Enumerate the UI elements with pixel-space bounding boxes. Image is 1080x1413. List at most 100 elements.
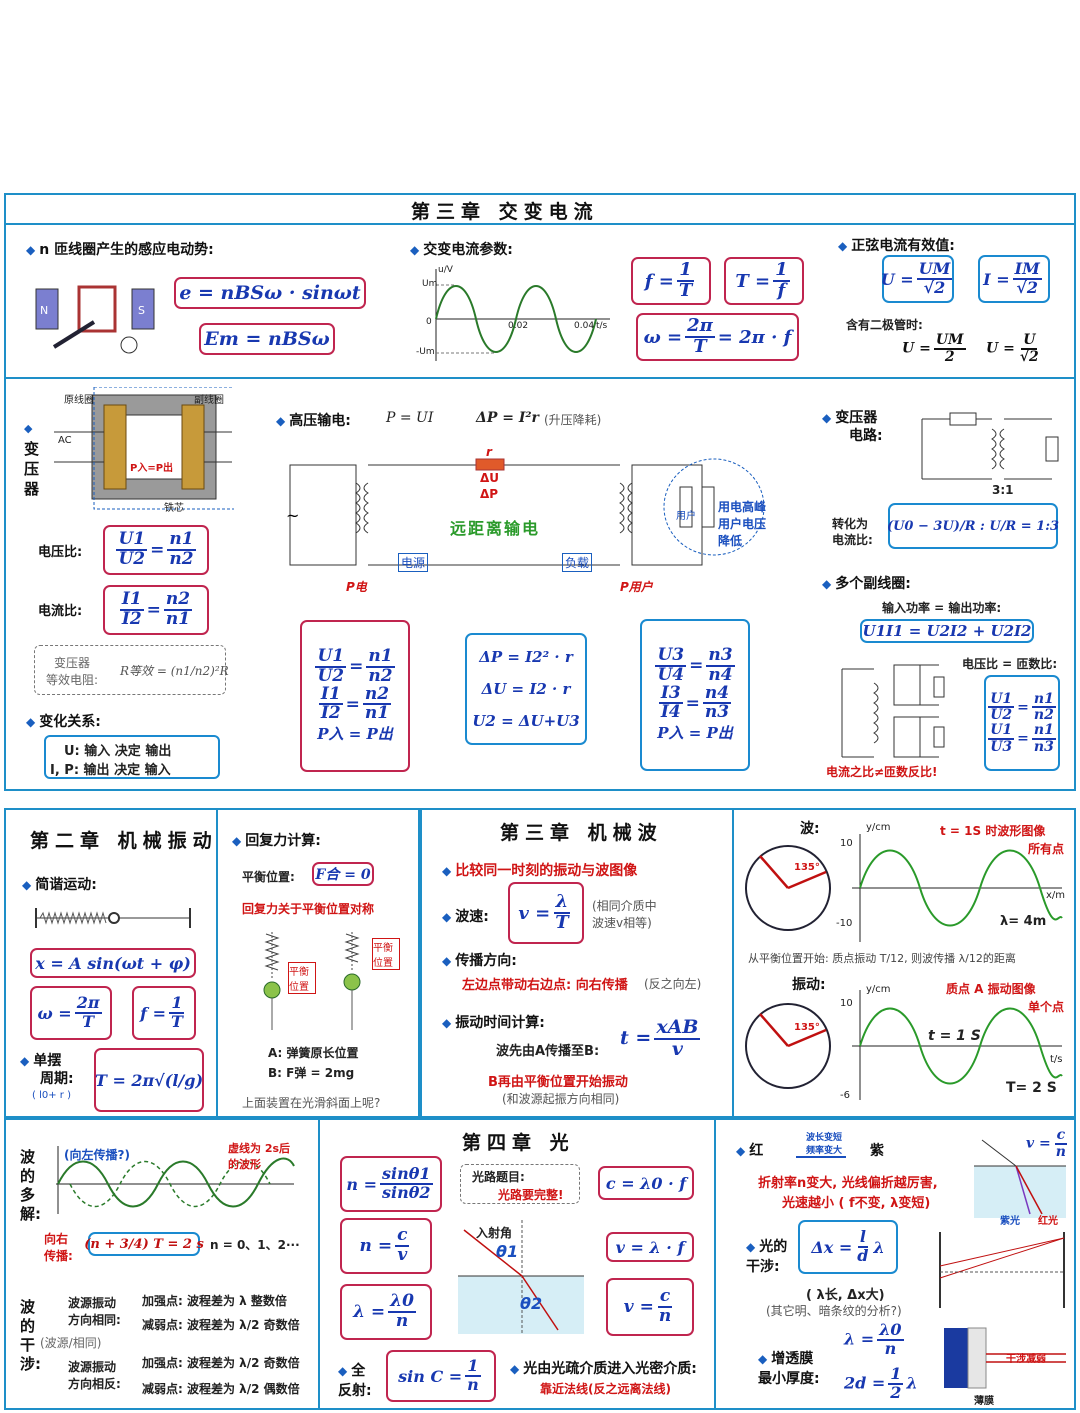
period-2s-label: T= 2 S	[1006, 1080, 1057, 1096]
vib-title-2: 单个点	[1028, 1000, 1065, 1014]
change-heading: ◆变化关系:	[26, 714, 101, 730]
change-row-1: U: 输入 决定 输出	[64, 744, 172, 759]
rms-heading: ◆正弦电流有效值:	[838, 238, 955, 254]
core-label: 铁芯	[164, 503, 184, 514]
multi-solution-wave	[56, 1146, 295, 1214]
diamond-icon: ◆	[822, 411, 832, 425]
graph-um-label: Um	[422, 279, 438, 289]
ac-chapter-title: 第三章 交变电流	[411, 201, 599, 223]
ac-chapter-panel: 第三章 交变电流 ◆n 匝线圈产生的感应电动势: N S e = nBSω · …	[4, 193, 1076, 791]
refraction-diagram	[458, 1220, 584, 1334]
bottom-divider-1	[318, 1120, 320, 1408]
film-label: ◆增透膜 最小厚度:	[758, 1351, 820, 1387]
loss-note: (升压降耗)	[544, 413, 602, 427]
path-box	[460, 1164, 580, 1204]
diode-label: 含有二极管时:	[846, 318, 923, 332]
transmission-heading: ◆高压输电:	[276, 413, 351, 429]
diamond-icon: ◆	[822, 577, 832, 591]
primary-coil-label: 原线圈	[64, 395, 94, 406]
compare-heading: ◆比较同一时刻的振动与波图像	[442, 863, 638, 879]
speed-note-2: 光速越小 ( f不变, λ变短)	[782, 1196, 931, 1211]
theta2-label: θ2	[520, 1294, 543, 1313]
diamond-icon: ◆	[510, 1362, 520, 1376]
path-q-1: 光路题目:	[472, 1170, 525, 1184]
row-divider	[6, 377, 1074, 379]
direction-note: (反之向左)	[644, 977, 702, 991]
current-ratio-label: 电流比:	[38, 604, 83, 619]
pendulum-label: ◆单摆	[20, 1053, 62, 1069]
total-reflect-label: ◆全 反射:	[338, 1363, 372, 1399]
time-note: (和波源起振方向相同)	[502, 1092, 620, 1106]
peak-note: 用电高峰 用户电压 降低	[718, 500, 767, 548]
film-diagram	[944, 1327, 1066, 1389]
params-heading: ◆交变电流参数:	[410, 242, 513, 258]
v-formula: v = λ · f	[606, 1232, 694, 1262]
vib-angle-135: 135°	[794, 1022, 820, 1033]
equiv-resistance-box	[34, 645, 226, 695]
p-user-label: P用户	[620, 580, 653, 594]
load-label: 负载	[562, 553, 593, 572]
graph-origin-label: 0	[426, 317, 432, 327]
displacement-formula: x = A sin(ωt + φ)	[30, 948, 196, 978]
film-tag: 干涉减弱	[1006, 1354, 1046, 1365]
change-row-2: I, P: 输出 决定 输入	[50, 763, 171, 778]
diamond-icon: ◆	[232, 834, 242, 848]
vib-title-1: 质点 A 振动图像	[946, 982, 1036, 996]
light-divider	[714, 1120, 716, 1408]
source-same-label: 波源振动 方向相同:	[68, 1296, 121, 1327]
ac-label: AC	[58, 435, 72, 446]
vib-ten: 10	[840, 998, 853, 1009]
p-equal-label: P入=P出	[130, 463, 174, 474]
time-heading: ◆振动时间计算:	[442, 1015, 545, 1031]
source-opposite-label: 波源振动 方向相反:	[68, 1360, 121, 1391]
delta-p-label: ΔP	[480, 487, 499, 501]
weak-odd-text: 减弱点: 波程差为 λ/2 奇数倍	[142, 1318, 300, 1332]
balance-label: 平衡位置:	[242, 870, 295, 884]
circuit-heading-2: 电路:	[849, 428, 883, 444]
transmission-circuit: ~	[286, 458, 765, 566]
balance-tag-2: 平衡位置	[372, 938, 400, 970]
point-a-note: A: 弹簧原长位置	[268, 1046, 359, 1060]
diamond-icon: ◆	[26, 243, 36, 257]
dx-note-2: (其它明、暗条纹的分析?)	[766, 1304, 902, 1318]
multi-solution-label: 波的多解:	[20, 1148, 41, 1223]
direction-heading: ◆传播方向:	[442, 953, 517, 969]
weak-even-text: 减弱点: 波程差为 λ/2 偶数倍	[142, 1382, 300, 1396]
power-eq-label: 输入功率 = 输出功率:	[882, 601, 1002, 615]
graph-t2-label: 0.04	[574, 321, 595, 331]
line-resistor-label: r	[486, 445, 492, 459]
circuit-heading: ◆变压器	[822, 410, 878, 426]
graph-t-label: t/s	[596, 321, 608, 331]
user-label: 用户	[676, 511, 696, 522]
interfere-label: ◆光的 干涉:	[746, 1239, 788, 1275]
sine-graph	[435, 269, 610, 361]
wave-negten: -10	[836, 918, 853, 929]
diamond-icon: ◆	[758, 1352, 768, 1366]
transformer-vertical-label: ◆变压器	[24, 422, 40, 498]
purple-light-label: 紫光	[1000, 1216, 1020, 1227]
diode-formula-2: U =U√2	[986, 332, 1039, 365]
pendulum-formula: T = 2π√(l/g)	[94, 1048, 204, 1112]
u-rms-formula: U =UM√2	[881, 255, 954, 303]
vibration-divider	[216, 810, 218, 1116]
time-text-2: B再由平衡位置开始振动	[488, 1075, 628, 1090]
multi-coil-heading: ◆多个副线圈:	[822, 576, 911, 592]
double-slit-diagram	[939, 1232, 1065, 1308]
diamond-icon: ◆	[442, 954, 452, 968]
vib-y-label: y/cm	[866, 984, 891, 995]
shm-heading: ◆简谐运动:	[22, 877, 97, 893]
purple-label: 紫	[870, 1143, 884, 1159]
current-note: 电流之比≠匝数反比!	[826, 765, 938, 779]
right-propagate-label: 向右 传播:	[44, 1232, 73, 1263]
